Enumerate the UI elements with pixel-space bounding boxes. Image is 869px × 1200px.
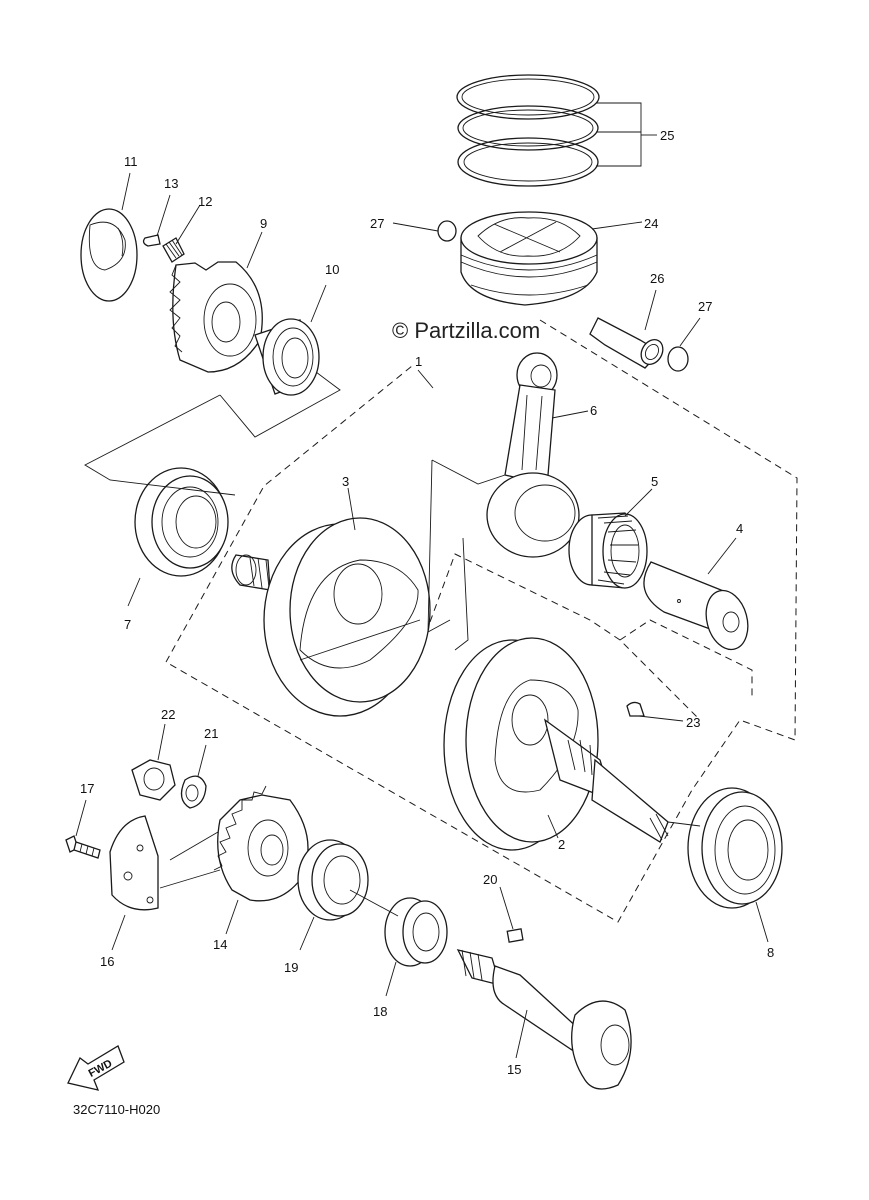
callout-10: 10 <box>325 262 339 277</box>
balancer-key <box>506 928 524 943</box>
callout-14: 14 <box>213 937 227 952</box>
callout-8: 8 <box>767 945 774 960</box>
main-bearing-right <box>687 787 783 909</box>
circlip-right <box>667 346 689 372</box>
callout-24: 24 <box>644 216 658 231</box>
oil-seal-bearing <box>254 318 320 396</box>
callout-labels: 1 2 3 4 5 6 7 8 9 10 11 12 13 14 15 16 1… <box>80 128 774 1077</box>
needle-bearing <box>568 512 648 589</box>
crank-half-right <box>443 637 669 851</box>
oil-pump-pin <box>142 234 161 247</box>
callout-17: 17 <box>80 781 94 796</box>
callout-27-right: 27 <box>698 299 712 314</box>
balancer-weight <box>109 815 159 911</box>
piston-pin <box>589 317 664 369</box>
diagram-code: 32C7110-H020 <box>73 1102 160 1117</box>
callout-5: 5 <box>651 474 658 489</box>
crank-pin <box>643 561 749 651</box>
callout-27-left: 27 <box>370 216 384 231</box>
needle-bearing-balancer <box>384 897 448 967</box>
callout-22: 22 <box>161 707 175 722</box>
callout-12: 12 <box>198 194 212 209</box>
callout-19: 19 <box>284 960 298 975</box>
callout-2: 2 <box>558 837 565 852</box>
callout-9: 9 <box>260 216 267 231</box>
callout-21: 21 <box>204 726 218 741</box>
callout-23: 23 <box>686 715 700 730</box>
woodruff-key <box>626 701 645 717</box>
callout-13: 13 <box>164 176 178 191</box>
piston <box>460 211 598 306</box>
nut <box>131 759 176 801</box>
callout-20: 20 <box>483 872 497 887</box>
connecting-rod <box>486 352 580 558</box>
callout-16: 16 <box>100 954 114 969</box>
balancer-bearing <box>297 839 369 921</box>
thrust-plate <box>80 208 138 302</box>
callout-4: 4 <box>736 521 743 536</box>
piston-ring-set <box>456 74 600 187</box>
callout-15: 15 <box>507 1062 521 1077</box>
callout-25: 25 <box>660 128 674 143</box>
callout-6: 6 <box>590 403 597 418</box>
fwd-arrow-icon: FWD <box>67 1045 125 1091</box>
callout-3: 3 <box>342 474 349 489</box>
crank-half-left <box>231 517 431 717</box>
oil-pump-gear <box>169 261 263 373</box>
oil-pump-spring <box>162 237 185 263</box>
bolt <box>65 835 101 859</box>
callout-18: 18 <box>373 1004 387 1019</box>
crankshaft-assembly-outline <box>165 319 798 923</box>
callout-26: 26 <box>650 271 664 286</box>
balancer-shaft <box>456 949 632 1090</box>
callout-11: 11 <box>124 154 138 169</box>
callout-1: 1 <box>415 354 422 369</box>
callout-7: 7 <box>124 617 131 632</box>
lock-washer <box>180 775 207 809</box>
balancer-drive-gear <box>213 785 309 902</box>
watermark: © Partzilla.com <box>392 318 540 343</box>
main-bearing-left <box>134 467 229 577</box>
circlip-left <box>437 220 457 242</box>
